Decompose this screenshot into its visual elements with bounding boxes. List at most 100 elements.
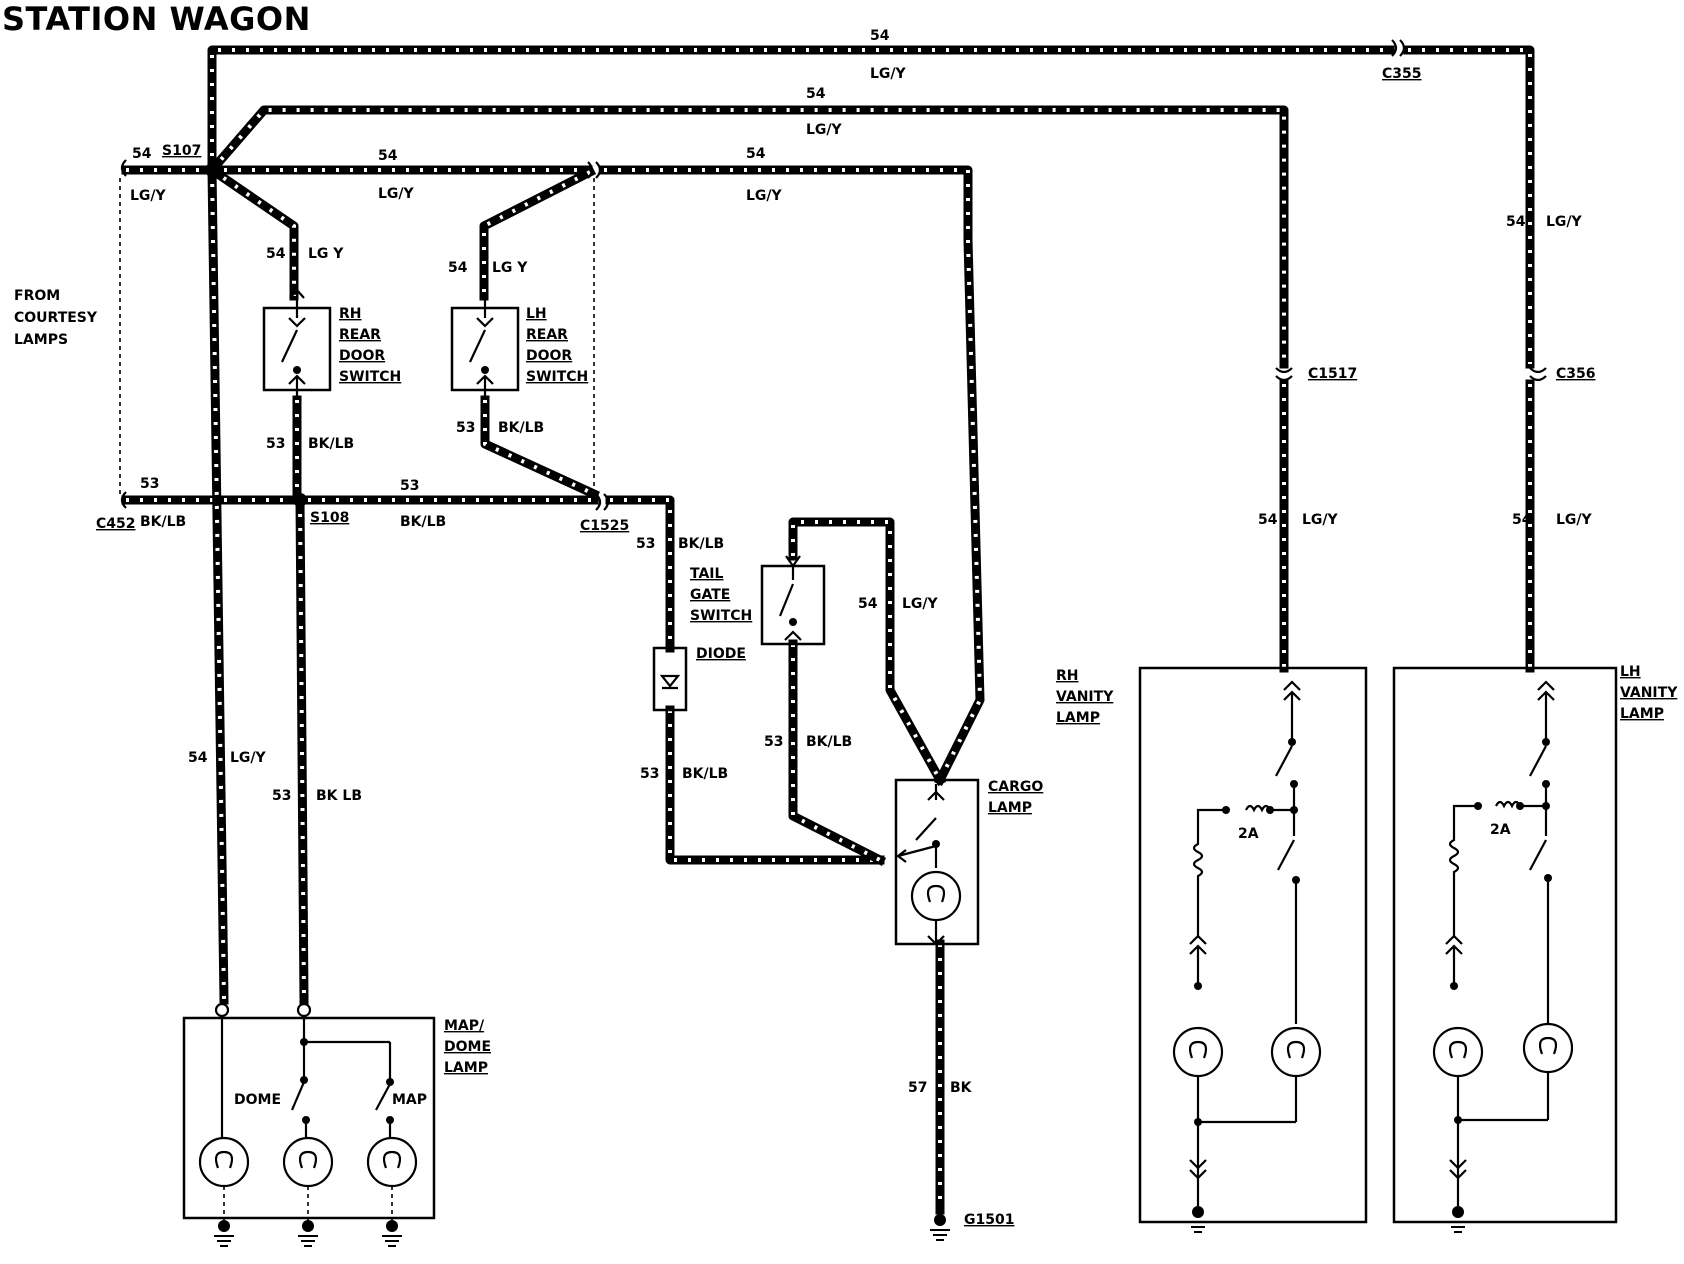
- wires: [121, 45, 1535, 1215]
- svg-text:DOME: DOME: [444, 1039, 491, 1055]
- svg-text:LH: LH: [526, 306, 547, 322]
- cargo-lamp-label: CARGO LAMP: [988, 779, 1043, 816]
- svg-text:54: 54: [266, 246, 286, 262]
- svg-text:53: 53: [266, 436, 285, 452]
- svg-text:LG/Y: LG/Y: [1302, 512, 1339, 528]
- wire-lh-switch-53: [480, 395, 600, 500]
- svg-text:DOOR: DOOR: [526, 348, 572, 364]
- rh-rear-door-switch-label: RH REAR DOOR SWITCH: [339, 306, 401, 385]
- wire-labels: 54 LG/Y 54 LG/Y 54 LG/Y 54 LG/Y 54 LG/Y …: [130, 28, 1593, 1096]
- wire-s107-down-54: [207, 165, 229, 1005]
- svg-text:BK/LB: BK/LB: [682, 766, 728, 782]
- wire-mid-54-stripe: [126, 168, 983, 781]
- wire-second-54-stripe: [210, 108, 1286, 668]
- svg-text:RH: RH: [339, 306, 362, 322]
- svg-text:REAR: REAR: [526, 327, 568, 343]
- rh-vanity-lamp: [1138, 666, 1368, 1224]
- svg-text:54: 54: [448, 260, 468, 276]
- c355-label: C355: [1382, 66, 1422, 82]
- svg-text:SWITCH: SWITCH: [526, 369, 588, 385]
- map-dome-lamp: [182, 1002, 436, 1226]
- svg-text:LG/Y: LG/Y: [130, 188, 167, 204]
- svg-text:54: 54: [870, 28, 890, 44]
- svg-text:BK/LB: BK/LB: [806, 734, 852, 750]
- svg-text:LAMP: LAMP: [1620, 706, 1664, 722]
- ground-g1501: [930, 1214, 950, 1241]
- grounds: [214, 1206, 1468, 1247]
- wire-tailgate-54: [788, 517, 947, 787]
- lh-vanity-lamp: [1392, 666, 1618, 1224]
- wire-tailgate-53-stripe: [791, 644, 881, 862]
- wire-s108-down-53: [295, 495, 309, 1005]
- c356-label: C356: [1556, 366, 1596, 382]
- ground-lh-vanity: [1448, 1206, 1468, 1233]
- svg-text:LG/Y: LG/Y: [1546, 214, 1583, 230]
- svg-text:LAMP: LAMP: [1056, 710, 1100, 726]
- wire-lh-switch-53-stripe: [483, 400, 595, 496]
- svg-text:VANITY: VANITY: [1620, 685, 1678, 701]
- s107-label: S107: [162, 143, 201, 159]
- map-dome-lamp-label: MAP/ DOME LAMP: [444, 1018, 491, 1076]
- svg-text:LG/Y: LG/Y: [378, 186, 415, 202]
- diode-label: DIODE: [696, 646, 746, 662]
- connector-c355-symbol: [1391, 39, 1406, 57]
- tail-gate-switch: [760, 555, 826, 646]
- svg-text:LG/Y: LG/Y: [230, 750, 267, 766]
- svg-text:GATE: GATE: [690, 587, 730, 603]
- svg-text:MAP/: MAP/: [444, 1018, 485, 1034]
- wire-lh-switch-54: [479, 165, 597, 301]
- connector-c356-symbol: [1529, 367, 1547, 382]
- cargo-lamp: [894, 778, 980, 946]
- svg-text:53: 53: [764, 734, 783, 750]
- connector-c1525-symbol: [595, 493, 610, 511]
- svg-text:SWITCH: SWITCH: [690, 608, 752, 624]
- splice-s108: [293, 493, 307, 507]
- svg-text:SWITCH: SWITCH: [339, 369, 401, 385]
- from-courtesy-lamps-label: FROM COURTESY LAMPS: [14, 288, 98, 348]
- svg-text:54: 54: [132, 146, 152, 162]
- ground-dome: [214, 1220, 234, 1247]
- c1517-label: C1517: [1308, 366, 1357, 382]
- svg-text:54: 54: [858, 596, 878, 612]
- c452-label: C452: [96, 516, 136, 532]
- svg-text:53: 53: [456, 420, 475, 436]
- lh-rear-door-switch-label: LH REAR DOOR SWITCH: [526, 306, 588, 385]
- svg-text:BK/LB: BK/LB: [678, 536, 724, 552]
- svg-text:LG/Y: LG/Y: [806, 122, 843, 138]
- svg-text:53: 53: [400, 478, 419, 494]
- wire-lh-switch-54-stripe: [482, 170, 591, 296]
- svg-text:54: 54: [806, 86, 826, 102]
- svg-text:BK/LB: BK/LB: [400, 514, 446, 530]
- svg-text:53: 53: [636, 536, 655, 552]
- svg-text:54: 54: [1258, 512, 1278, 528]
- svg-text:RH: RH: [1056, 668, 1079, 684]
- tail-gate-switch-label: TAIL GATE SWITCH: [690, 566, 752, 624]
- svg-text:BK LB: BK LB: [316, 788, 362, 804]
- svg-text:BK/LB: BK/LB: [498, 420, 544, 436]
- svg-text:54: 54: [1506, 214, 1526, 230]
- connector-left-courtesy-symbol: [120, 159, 127, 509]
- svg-text:CARGO: CARGO: [988, 779, 1043, 795]
- svg-text:53: 53: [272, 788, 291, 804]
- dome-label: DOME: [234, 1092, 281, 1108]
- svg-text:54: 54: [1512, 512, 1532, 528]
- g1501-label: G1501: [964, 1212, 1014, 1228]
- svg-text:53: 53: [640, 766, 659, 782]
- svg-text:54: 54: [188, 750, 208, 766]
- svg-text:54: 54: [378, 148, 398, 164]
- svg-text:COURTESY: COURTESY: [14, 310, 98, 326]
- svg-text:VANITY: VANITY: [1056, 689, 1114, 705]
- svg-text:LAMPS: LAMPS: [14, 332, 68, 348]
- svg-text:LG/Y: LG/Y: [870, 66, 907, 82]
- connector-c1517-symbol: [1275, 367, 1293, 382]
- svg-text:54: 54: [746, 146, 766, 162]
- svg-text:53: 53: [140, 476, 159, 492]
- s108-label: S108: [310, 510, 349, 526]
- connector-lh-door-top-symbol: [587, 161, 602, 179]
- svg-text:DOOR: DOOR: [339, 348, 385, 364]
- svg-text:LG/Y: LG/Y: [902, 596, 939, 612]
- svg-text:LG/Y: LG/Y: [1556, 512, 1593, 528]
- wire-low-53-stripe: [126, 498, 880, 862]
- ground-map: [382, 1220, 402, 1247]
- ground-rh-vanity: [1188, 1206, 1208, 1233]
